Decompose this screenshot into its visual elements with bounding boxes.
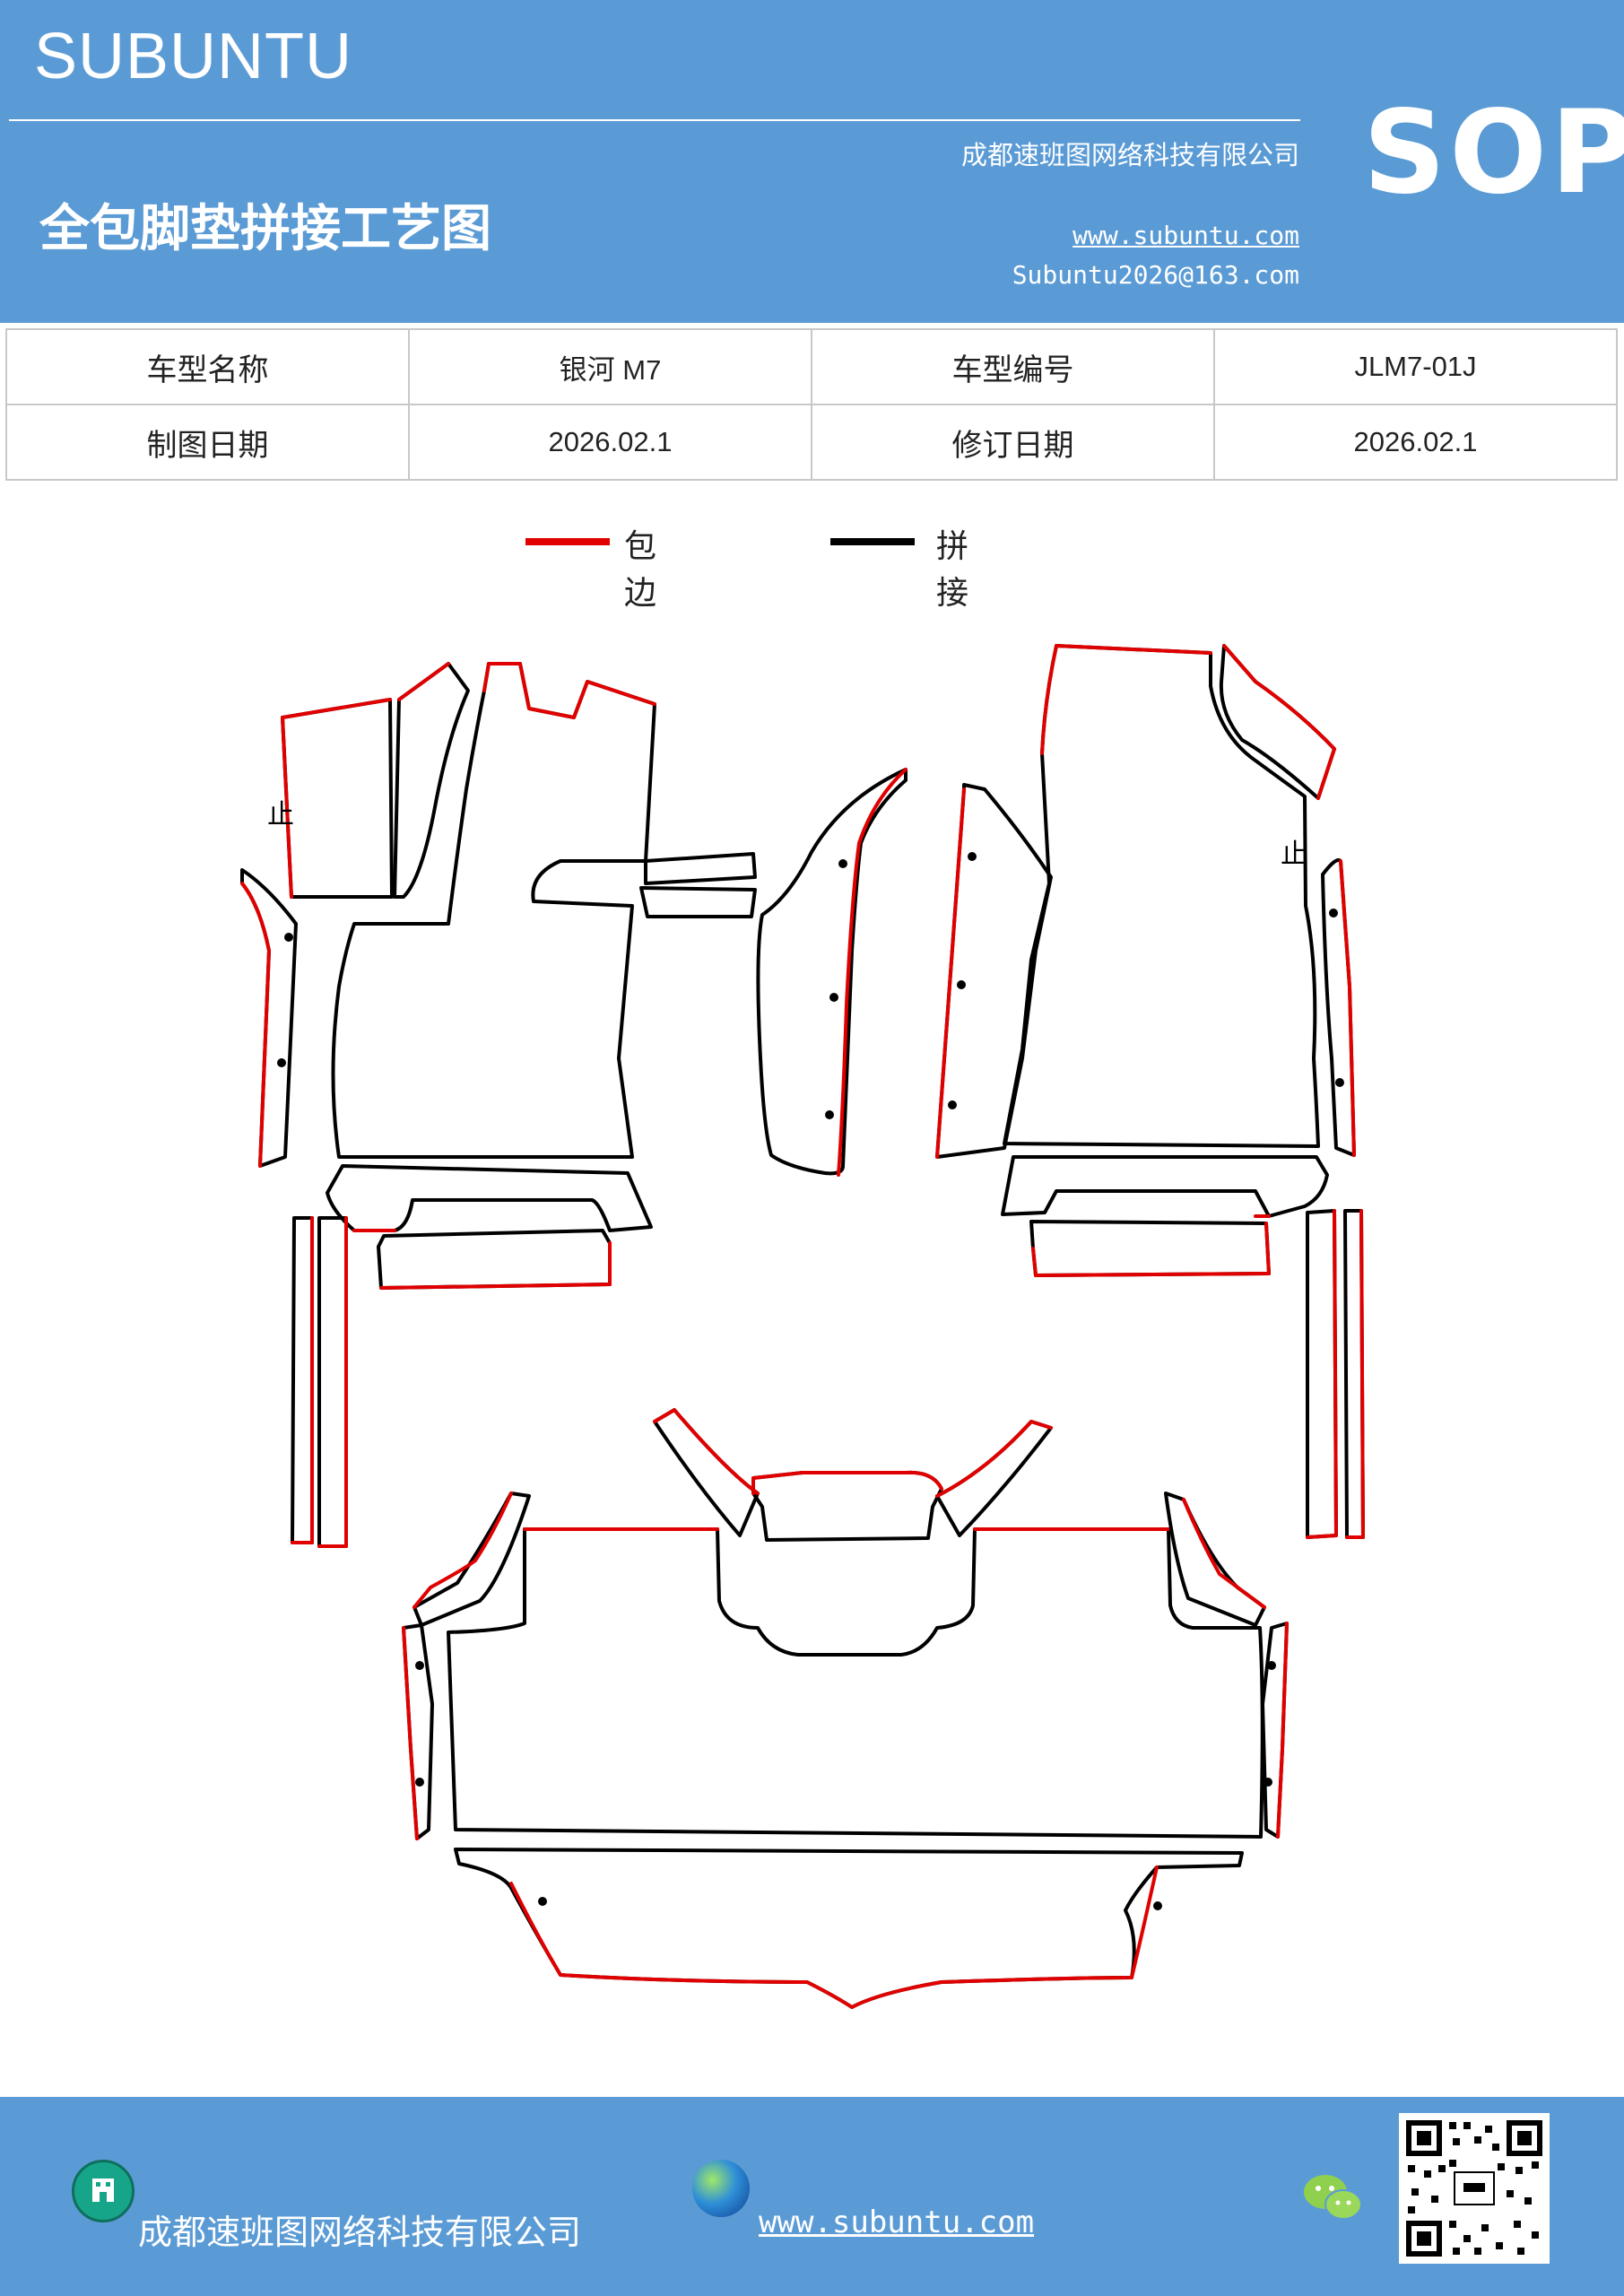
drawing-date-value: 2026.02.1: [408, 404, 812, 481]
piece-passenger-main: [1003, 644, 1320, 1148]
piece-rear-left-side: [402, 1623, 434, 1840]
piece-right-strip-a: [1306, 1209, 1338, 1539]
piece-left-strip: [393, 662, 470, 899]
header-divider: [9, 119, 1300, 121]
piece-rear-left-wing: [413, 1492, 531, 1627]
piece-front-heel: [326, 1164, 653, 1232]
model-name-value: 银河 M7: [408, 328, 812, 405]
piece-rear-tunnel: [751, 1470, 943, 1542]
brand-name: SUBUNTU: [34, 21, 353, 92]
table-row: 车型名称 银河 M7 车型编号 JLM7-01J: [5, 328, 1618, 405]
page-footer: 成都速班图网络科技有限公司 www.subuntu.com: [0, 2097, 1624, 2296]
legend-label-binding: 包边: [624, 528, 657, 612]
stop-mark-left: 止: [267, 799, 294, 831]
piece-rear-right-riser: [935, 1420, 1053, 1537]
revision-date-label: 修订日期: [811, 404, 1215, 481]
qr-code[interactable]: [1399, 2113, 1550, 2264]
piece-center-console: [756, 768, 908, 1176]
black-line-swatch: [830, 538, 915, 545]
front-left-mat: [240, 662, 757, 1548]
stop-mark-right: 止: [1281, 839, 1307, 870]
piece-side-strip-b: [317, 1216, 348, 1548]
model-code-value: JLM7-01J: [1213, 328, 1618, 405]
rear-mat: [402, 1408, 1289, 2009]
piece-rear-footwell: [454, 1848, 1244, 2009]
website-link[interactable]: www.subuntu.com: [1073, 221, 1299, 250]
footer-website-link[interactable]: www.subuntu.com: [759, 2205, 1035, 2240]
wechat-icon[interactable]: [1302, 2169, 1365, 2231]
piece-rear-left-riser: [653, 1408, 760, 1537]
piece-rear-main: [447, 1527, 1264, 1839]
piece-gearbox-strips: [639, 852, 757, 918]
model-name-label: 车型名称: [5, 328, 410, 405]
piece-driver-main: [331, 662, 656, 1159]
vehicle-info-table: 车型名称 银河 M7 车型编号 JLM7-01J 制图日期 2026.02.1 …: [5, 328, 1618, 481]
piece-heel-cover: [377, 1229, 612, 1290]
piece-left-sill: [240, 868, 298, 1168]
email-address: Subuntu2026@163.com: [1012, 260, 1299, 290]
sop-badge: SOP: [1363, 86, 1624, 220]
piece-rear-right-wing: [1164, 1492, 1266, 1627]
drawing-date-label: 制图日期: [5, 404, 410, 481]
piece-side-strip-a: [291, 1216, 314, 1544]
piece-right-sill: [1321, 858, 1356, 1157]
company-name: 成都速班图网络科技有限公司: [960, 140, 1299, 170]
red-line-swatch: [525, 538, 610, 545]
piece-passenger-heel: [1001, 1155, 1329, 1218]
revision-date-value: 2026.02.1: [1213, 404, 1618, 481]
piece-passenger-heel-cover: [1029, 1220, 1271, 1277]
center-piece: [756, 768, 908, 1177]
legend-label-seam: 拼接: [936, 528, 969, 612]
model-code-label: 车型编号: [811, 328, 1215, 405]
company-building-icon: [72, 2160, 135, 2222]
piece-left-panel: [281, 698, 394, 899]
front-right-mat: [935, 644, 1365, 1539]
page-title: 全包脚垫拼接工艺图: [39, 199, 491, 258]
table-row: 制图日期 2026.02.1 修订日期 2026.02.1: [5, 404, 1618, 481]
footer-company-name: 成都速班图网络科技有限公司: [138, 2213, 582, 2252]
page-header: SUBUNTU 全包脚垫拼接工艺图 成都速班图网络科技有限公司 www.subu…: [0, 0, 1624, 323]
floor-mat-splice-diagram: 止 止: [240, 644, 1365, 2009]
globe-icon: [692, 2160, 750, 2217]
